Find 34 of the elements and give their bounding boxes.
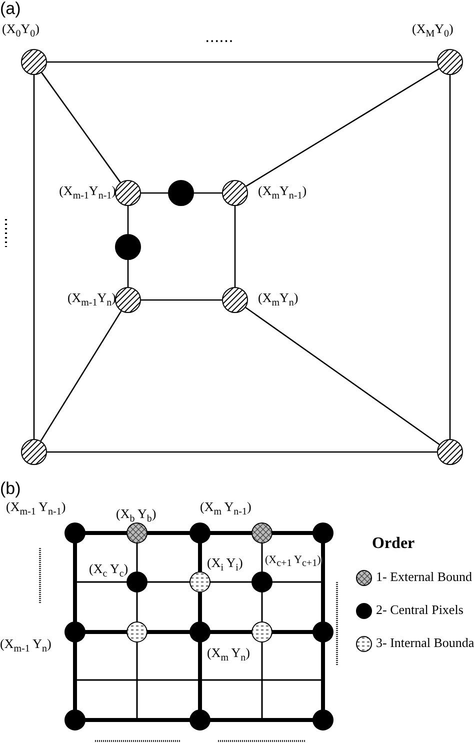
coordinate-label: (X$_{m-1}$Y$_{n}$) <box>67 291 116 309</box>
connector-line <box>40 310 122 442</box>
coordinate-label: (X$_{m-1}$Y$_{n-1}$) <box>59 184 116 202</box>
coordinate-label: (X$_{b}$ Y$_{b}$) <box>116 507 156 525</box>
coordinate-label: (X$_{c}$ Y$_{c}$) <box>89 562 128 580</box>
panel-label: (b) <box>0 480 21 497</box>
connector-line <box>194 192 222 194</box>
connector-line <box>141 192 168 194</box>
coordinate-label: (X$_{m-1}$ Y$_{n-1}$) <box>6 500 66 518</box>
connector-line <box>246 68 440 187</box>
coordinate-label: (X$_{m-1}$ Y$_{n}$) <box>0 637 52 655</box>
coordinate-label: (X$_{m}$Y$_{n-1}$) <box>258 184 307 202</box>
legend-text: 1- External Bound <box>376 570 472 583</box>
connector-line <box>33 75 35 439</box>
coordinate-label: (X$_{i}$ Y$_{i}$) <box>207 556 243 574</box>
legend-text: 3- Internal Bounda <box>376 636 474 649</box>
coordinate-label: (X$_{m}$Y$_{n}$) <box>258 291 298 309</box>
connector-line <box>47 451 437 453</box>
connector-line <box>234 206 236 287</box>
legend-title: Order <box>372 536 415 552</box>
connector-line <box>245 306 440 446</box>
connector-line <box>449 75 451 439</box>
legend-text: 2- Central Pixels <box>376 603 464 616</box>
connector-line <box>127 206 129 234</box>
coordinate-label: (X$_{M}$Y$_{0}$) <box>412 22 454 40</box>
coordinate-label: (X$_{m}$ Y$_{n-1}$) <box>200 500 252 518</box>
connector-line <box>141 299 222 301</box>
connector-line <box>47 61 437 63</box>
coordinate-label: (X$_{m}$ Y$_{n}$) <box>207 646 250 664</box>
connector-line <box>41 72 121 183</box>
panel-label: (a) <box>0 0 21 17</box>
connector-line <box>127 260 129 287</box>
coordinate-label: (X$_{0}$Y$_{0}$) <box>2 22 40 40</box>
ellipsis-mark: ...... <box>205 28 234 45</box>
